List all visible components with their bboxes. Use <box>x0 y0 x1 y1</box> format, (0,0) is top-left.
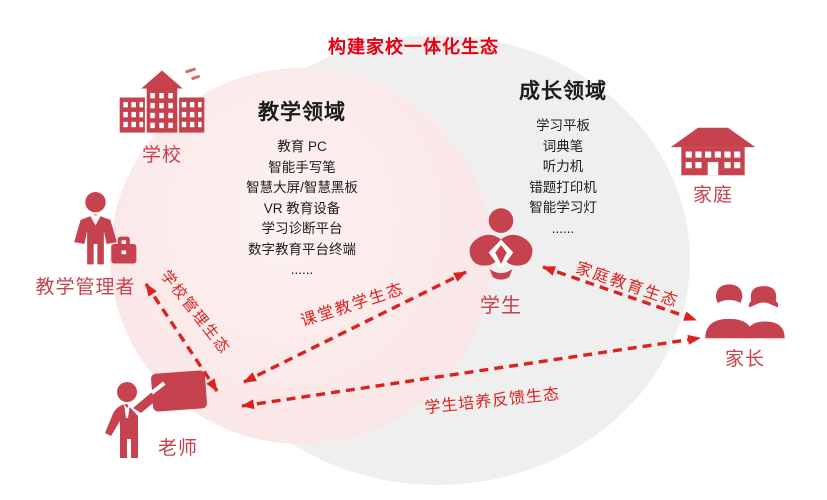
growth-item: 听力机 <box>542 159 584 174</box>
teaching-item: 学习诊断平台 <box>261 221 343 236</box>
admin-person-icon <box>60 192 144 270</box>
parents-label: 家长 <box>724 349 765 370</box>
family-label: 家庭 <box>692 185 733 206</box>
student-reading-icon <box>460 206 542 286</box>
teaching-item: ...... <box>290 262 314 277</box>
school-label: 学校 <box>141 145 182 166</box>
student-label: 学生 <box>480 295 522 317</box>
teaching-item: 智能手写笔 <box>268 159 336 175</box>
teaching-domain-heading: 教学领域 <box>258 101 346 124</box>
teaching-item: VR 教育设备 <box>263 200 341 216</box>
home-icon <box>669 124 757 179</box>
page-title: 构建家校一体化生态 <box>328 37 499 57</box>
teaching-item: 数字教育平台终端 <box>248 241 356 257</box>
growth-item: 学习平板 <box>536 118 590 133</box>
growth-domain-panel: 成长领域 学习平板 词典笔 听力机 错题打印机 智能学习灯 ...... <box>478 75 648 239</box>
school-icon <box>112 66 212 138</box>
teaching-item: 智慧大屏/智慧黑板 <box>246 180 358 195</box>
teaching-domain-panel: 教学领域 教育 PC 智能手写笔 智慧大屏/智慧黑板 VR 教育设备 学习诊断平… <box>212 96 392 281</box>
growth-domain-heading: 成长领域 <box>519 80 607 103</box>
growth-item: 错题打印机 <box>529 179 597 195</box>
growth-item: 词典笔 <box>542 138 584 154</box>
teaching-item: 教育 PC <box>277 139 327 154</box>
teacher-board-icon <box>100 366 212 460</box>
growth-item: ...... <box>551 220 575 236</box>
teacher-label: 老师 <box>157 438 198 459</box>
parents-icon <box>696 280 794 340</box>
admin-label: 教学管理者 <box>35 277 136 298</box>
growth-item: 智能学习灯 <box>529 200 597 215</box>
